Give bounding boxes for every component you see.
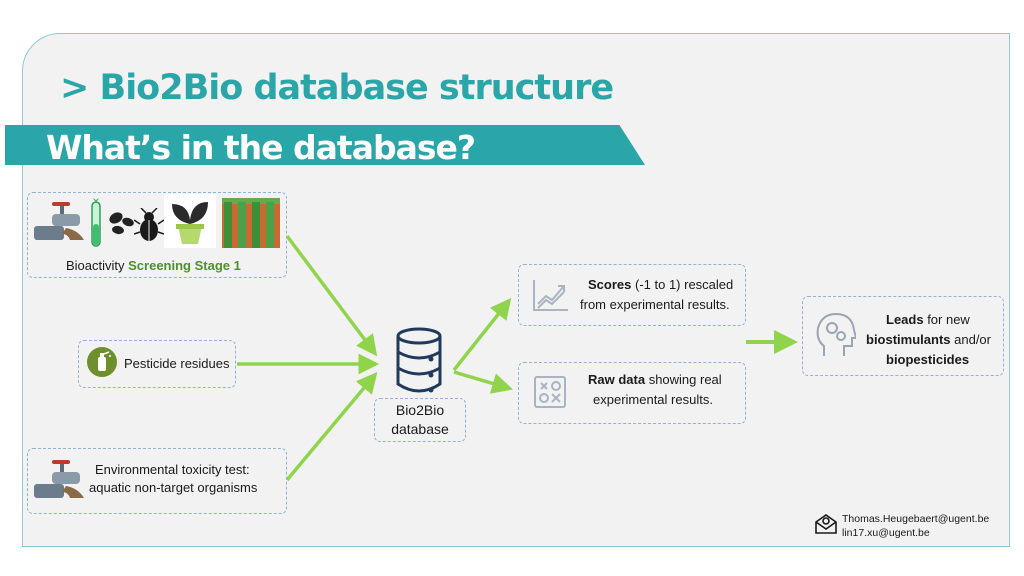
database-line2: database: [391, 421, 449, 437]
bioactivity-prefix: Bioactivity: [66, 258, 129, 273]
arrow-bioactivity: [285, 234, 378, 357]
toxicity-box: [27, 448, 287, 514]
leads-line2: biostimulants and/or: [866, 332, 991, 347]
scores-box: [518, 264, 746, 326]
toxicity-line1: Environmental toxicity test:: [95, 462, 250, 477]
raw-data-box: [518, 362, 746, 424]
chart-icon: [533, 280, 568, 311]
faucet-icon-2: [34, 460, 84, 498]
pesticide-icon: [87, 347, 117, 377]
database-box: [374, 398, 466, 442]
leads-box: [802, 296, 1004, 376]
database-line1: Bio2Bio: [395, 402, 445, 418]
crop-field-icon: [222, 198, 280, 248]
head-gears-icon: [816, 312, 856, 356]
leads-rest1: for new: [923, 312, 970, 327]
plant-pot-icon: [164, 194, 216, 248]
mail-icon: [815, 514, 837, 534]
page-title: > Bio2Bio database structure: [60, 68, 614, 108]
bioactivity-box: [27, 192, 287, 278]
scores-line1: Scores (-1 to 1) rescaled: [588, 277, 733, 292]
toxicity-line2: aquatic non-target organisms: [89, 480, 258, 495]
raw-bold: Raw data: [588, 372, 646, 387]
pesticide-box: [78, 340, 236, 388]
leads-line3: biopesticides: [886, 352, 969, 367]
screening-stage-label: Screening Stage 1: [128, 258, 241, 273]
arrow-toxicity: [285, 371, 378, 482]
leads-rest2: and/or: [950, 332, 991, 347]
faucet-icon: [34, 202, 84, 240]
seeds-icon: [109, 212, 134, 235]
beetle-icon: [134, 208, 164, 241]
scores-line2: from experimental results.: [580, 297, 730, 312]
data-icon: [534, 376, 566, 408]
scores-bold: Scores: [588, 277, 632, 292]
leads-bold3: biopesticides: [886, 352, 970, 367]
raw-line2: experimental results.: [593, 392, 713, 407]
pesticide-label: Pesticide residues: [124, 356, 230, 371]
subtitle-banner: [5, 125, 645, 165]
contact-email-1[interactable]: Thomas.Heugebaert@ugent.be: [842, 513, 990, 525]
leads-line1: Leads for new: [886, 312, 970, 327]
arrow-to-raw: [453, 370, 514, 394]
raw-line1: Raw data showing real: [588, 372, 722, 387]
arrow-to-scores: [452, 297, 512, 372]
slide-card: [22, 33, 1010, 547]
bioactivity-label: Bioactivity Screening Stage 1: [66, 258, 241, 273]
scores-rest: (-1 to 1) rescaled: [631, 277, 734, 292]
contact-email-2[interactable]: lin17.xu@ugent.be: [842, 527, 930, 539]
leads-bold1: Leads: [886, 312, 924, 327]
database-icon: [396, 327, 442, 393]
banner-title: What’s in the database?: [46, 128, 476, 167]
raw-rest: showing real: [645, 372, 722, 387]
test-tube-icon: [91, 198, 101, 247]
leads-bold2: biostimulants: [866, 332, 951, 347]
